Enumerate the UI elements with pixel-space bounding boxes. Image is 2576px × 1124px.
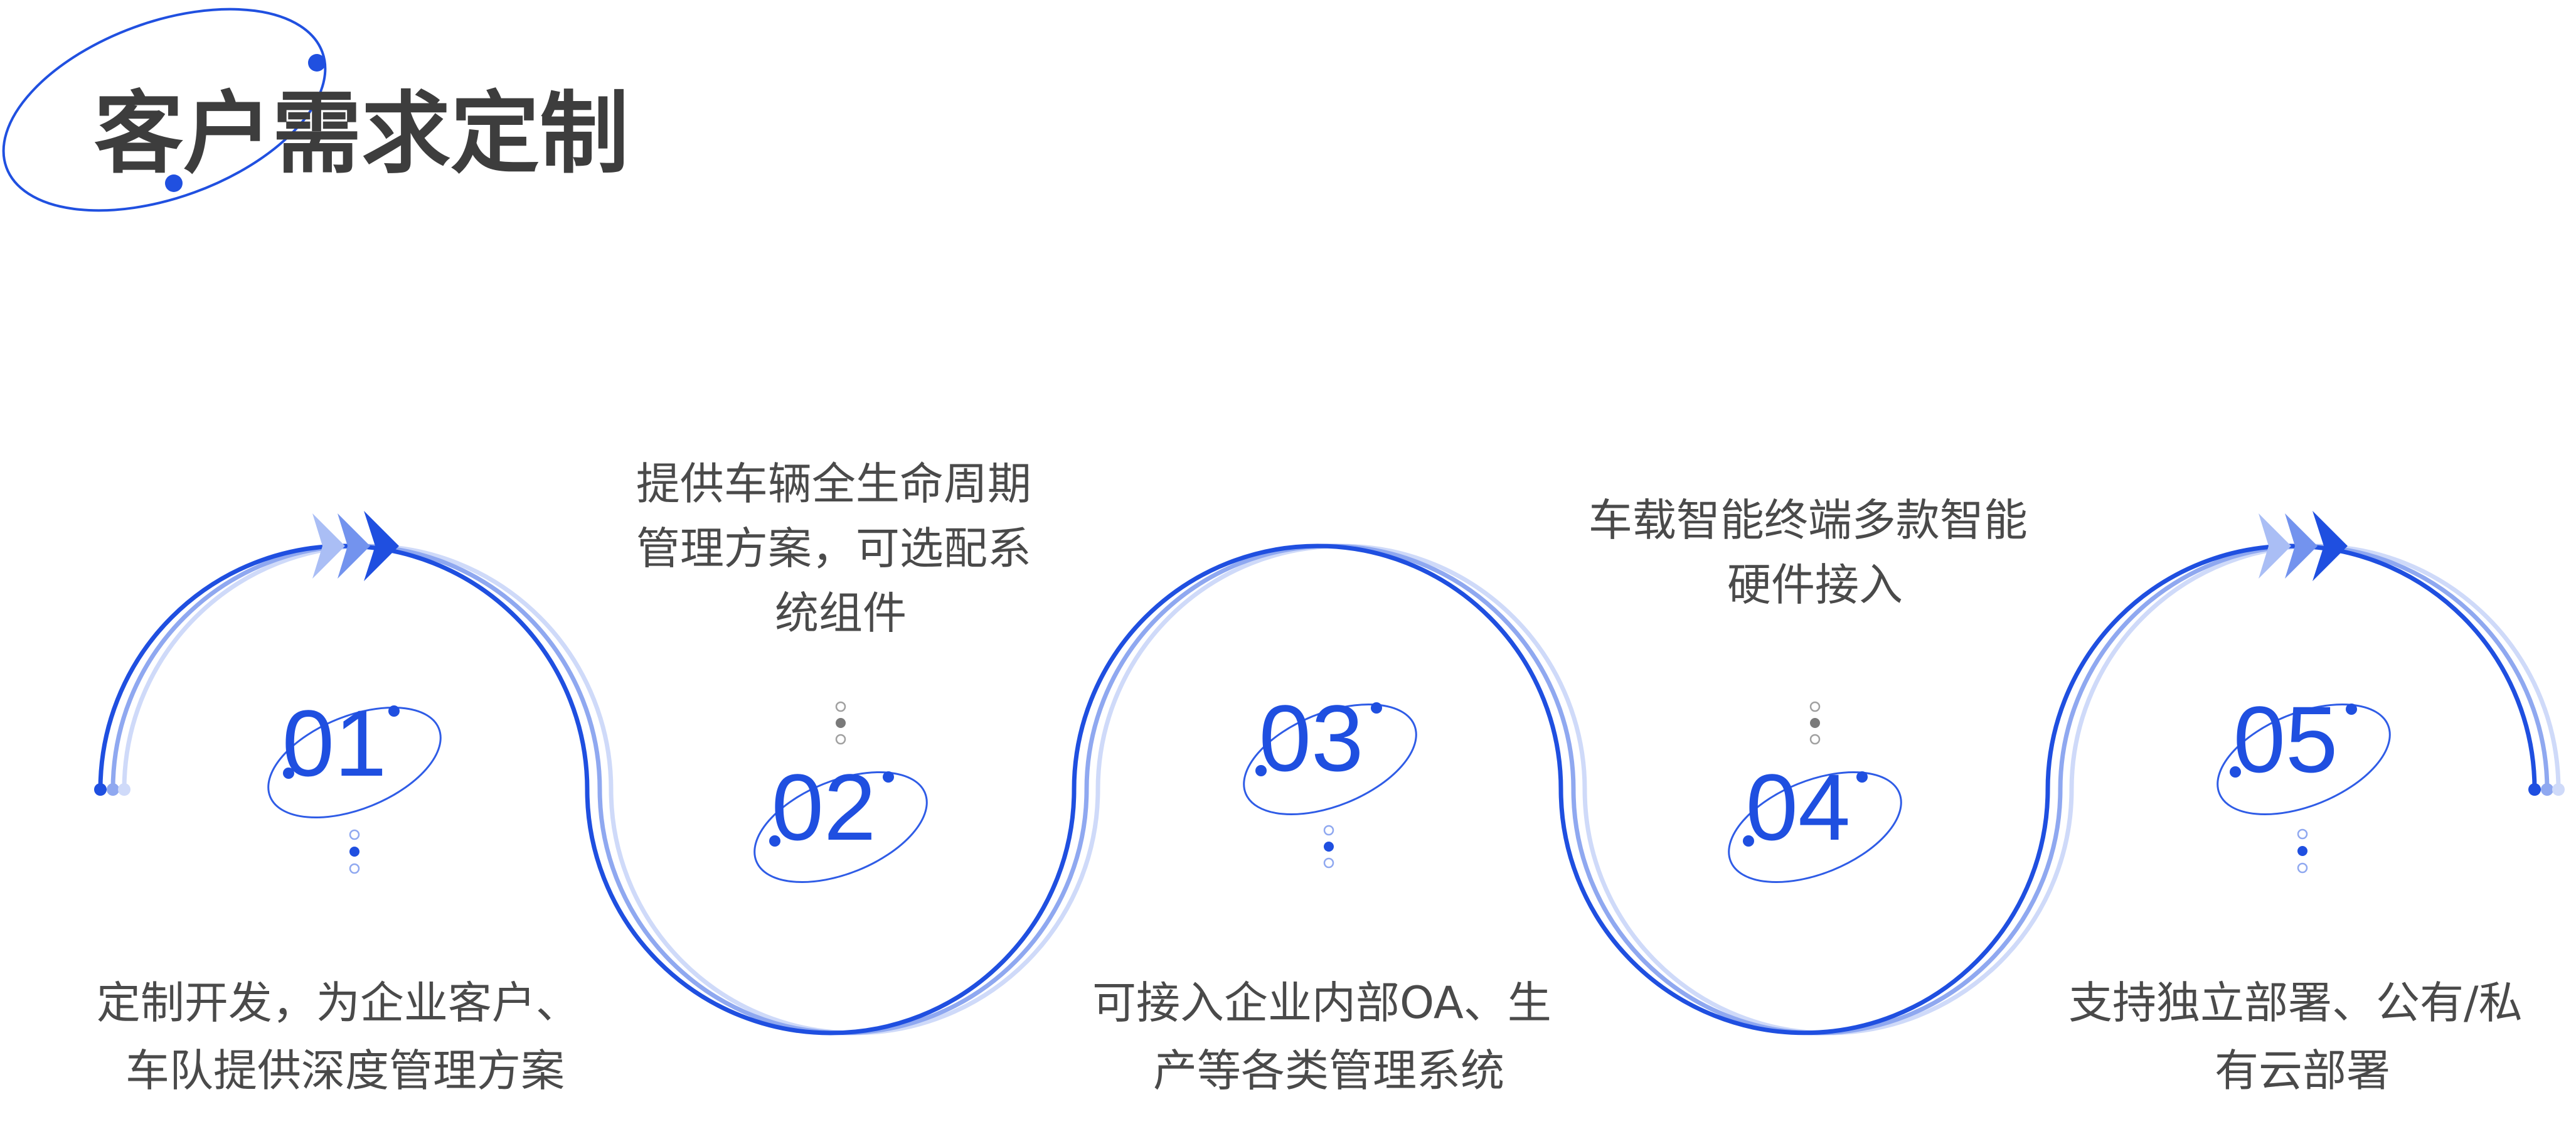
connector-dot [1809,734,1821,745]
track-start-dot-light [118,783,130,796]
track-start-dot-mid [107,783,119,796]
serpentine-track [94,543,2565,1036]
step-number: 05 [2233,687,2338,792]
step-description-line: 支持独立部署、公有/私 [2068,977,2523,1029]
step-number: 02 [772,754,876,860]
step-description-line: 产等各类管理系统 [1153,1045,1504,1096]
arrow-marker-right [2259,511,2348,581]
step-description-line: 硬件接入 [1727,559,1903,611]
connector-dot [1323,857,1334,869]
track-end-dot-light [2552,783,2565,796]
connector-dot [1809,701,1821,712]
connector-dot [836,718,846,728]
chevron-arrow-icon [312,513,345,579]
connector-dot [349,863,360,874]
orbit-dot [2230,766,2241,778]
step-number: 04 [1746,754,1851,860]
chevron-arrow-icon [364,511,399,581]
title-orbit-dot-top [308,54,326,72]
track-start-dot-dark [94,783,107,796]
number-orbit-ring [2217,703,2391,816]
page-title: 客户需求定制 [94,82,629,186]
connector-dot [349,847,359,857]
connector-dot [1810,718,1820,728]
title-orbit-ring [2,8,327,212]
connector-dot [349,829,360,840]
step-description-line: 管理方案，可选配系 [636,523,1031,574]
chevron-arrow-icon [338,513,370,579]
step-number: 01 [282,690,387,796]
step-description-line: 车载智能终端多款智能 [1589,495,2028,546]
connector-dot [1323,825,1334,836]
connector-dot [1324,842,1334,852]
step-description: 支持独立部署、公有/私 有云部署 [2068,977,2536,1096]
step-01: 01 定制开发，为企业客户、 车队提供深度管理方案 [97,690,593,1096]
step-description-line: 定制开发，为企业客户、 [97,977,580,1029]
orbit-dot [1743,835,1754,847]
orbit-dot [769,835,780,847]
track-end-dot-mid [2541,783,2553,796]
step-description-line: 提供车辆全生命周期 [636,458,1031,510]
step-03: 03 可接入企业内部OA、生 产等各类管理系统 [1092,685,1565,1096]
connector-dot [2297,846,2307,856]
track-end-dot-dark [2528,783,2541,796]
step-description: 车载智能终端多款智能 硬件接入 [1589,495,2041,611]
chevron-arrow-icon [2285,513,2318,579]
step-description: 可接入企业内部OA、生 产等各类管理系统 [1092,977,1565,1096]
orbit-dot [1371,702,1382,714]
orbit-dot [883,771,894,783]
orbit-dot [1255,765,1267,776]
step-description-line: 车队提供深度管理方案 [125,1045,565,1096]
chevron-arrow-icon [2259,513,2291,579]
orbit-dot [1856,771,1868,783]
step-description-line: 统组件 [775,587,907,639]
connector-dot [835,701,846,712]
title-orbit-dot-bottom [165,174,183,192]
arrow-marker-left [312,511,399,581]
step-05: 05 支持独立部署、公有/私 有云部署 [2068,687,2536,1096]
step-description: 提供车辆全生命周期 管理方案，可选配系 统组件 [636,458,1045,639]
orbit-dot [2346,704,2357,715]
orbit-dot [283,768,294,779]
step-04: 车载智能终端多款智能 硬件接入 04 [1589,495,2041,884]
step-description: 定制开发，为企业客户、 车队提供深度管理方案 [97,977,593,1096]
number-orbit-ring [1728,771,1902,884]
connector-dot [2297,828,2308,840]
track-dark [98,543,2537,1036]
number-orbit-ring [753,771,928,884]
step-description-line: 有云部署 [2215,1045,2390,1096]
orbit-dot [388,705,400,717]
step-number: 03 [1259,685,1364,791]
number-orbit-ring [267,706,442,819]
step-02: 提供车辆全生命周期 管理方案，可选配系 统组件 02 [636,458,1045,884]
title-decoration [2,8,327,212]
chevron-arrow-icon [2313,511,2348,581]
number-orbit-ring [1243,703,1417,816]
connector-dot [2297,862,2308,874]
connector-dot [835,734,846,745]
step-description-line: 可接入企业内部OA、生 [1092,977,1551,1029]
